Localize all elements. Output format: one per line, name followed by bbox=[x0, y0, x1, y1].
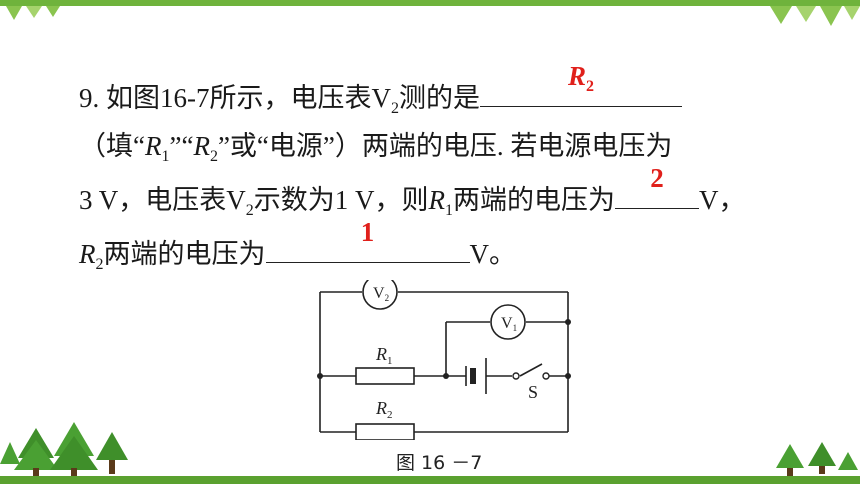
line4-b: V。 bbox=[469, 239, 517, 269]
line3-c: 两端的电压为 bbox=[453, 185, 616, 215]
r2-subscript: 2 bbox=[209, 148, 218, 165]
switch-contact-right bbox=[542, 372, 550, 380]
answer-2: 2 bbox=[650, 163, 664, 193]
line1-tail: 测的是 bbox=[399, 83, 480, 113]
bottom-left-trees-icon bbox=[0, 422, 128, 476]
switch-label: S bbox=[528, 382, 538, 402]
resistor-r2 bbox=[355, 423, 415, 440]
svg-text:V1: V1 bbox=[501, 315, 517, 333]
line2-close: ”或“电源”）两端的电压. 若电源电压为 bbox=[217, 131, 673, 161]
svg-text:R2: R2 bbox=[375, 398, 393, 421]
bottom-right-trees-icon bbox=[776, 442, 858, 476]
line1-text: 如图16-7所示，电压表V bbox=[106, 83, 391, 113]
r2-var: R bbox=[193, 131, 210, 161]
answer-1: R2 bbox=[567, 61, 594, 95]
battery-symbol bbox=[465, 358, 487, 394]
line2-open: （填“ bbox=[79, 131, 145, 161]
line3-b: 示数为1 V，则 bbox=[253, 185, 429, 215]
line2-mid: ”“ bbox=[169, 131, 194, 161]
line3-a: 3 V，电压表V bbox=[79, 185, 246, 215]
v2-subscript-line3: 2 bbox=[245, 202, 254, 219]
r1-subscript: 1 bbox=[161, 148, 170, 165]
svg-text:V2: V2 bbox=[373, 285, 389, 303]
answer-3: 1 bbox=[360, 217, 375, 247]
bottom-decor-band bbox=[0, 476, 860, 484]
v2-subscript: 2 bbox=[391, 100, 399, 117]
line3-d: V， bbox=[699, 185, 746, 215]
answer-blank-2[interactable]: 2 bbox=[615, 163, 700, 209]
r2-subscript-line4: 2 bbox=[95, 256, 104, 273]
switch-contact-left bbox=[512, 372, 520, 380]
r1-subscript-line3: 1 bbox=[445, 202, 454, 219]
r1-var-line3: R bbox=[428, 185, 446, 215]
r1-var: R bbox=[144, 131, 162, 161]
voltmeter-v2 bbox=[362, 280, 398, 310]
r2-var-line4: R bbox=[79, 239, 96, 269]
answer-blank-3[interactable]: 1 bbox=[265, 217, 470, 263]
svg-text:R1: R1 bbox=[375, 344, 393, 367]
top-left-bunting-icon bbox=[6, 6, 60, 20]
answer-blank-1[interactable]: R2 bbox=[480, 61, 682, 107]
question-number: 9. bbox=[79, 83, 100, 113]
line4-a: 两端的电压为 bbox=[103, 239, 266, 269]
resistor-r1 bbox=[355, 367, 415, 385]
voltmeter-v1 bbox=[490, 304, 526, 340]
figure-caption: 图 16 －7 bbox=[396, 452, 483, 474]
question-line-1: 9. 如图16-7所示，电压表V2测的是 R2 bbox=[79, 61, 682, 117]
top-right-bunting-icon bbox=[770, 6, 860, 26]
top-decor-band bbox=[0, 0, 860, 6]
question-line-2: （填“R1”“R2”或“电源”）两端的电压. 若电源电压为 bbox=[79, 130, 673, 165]
circuit-diagram: V2 V1 R1 R2 S bbox=[317, 280, 571, 440]
